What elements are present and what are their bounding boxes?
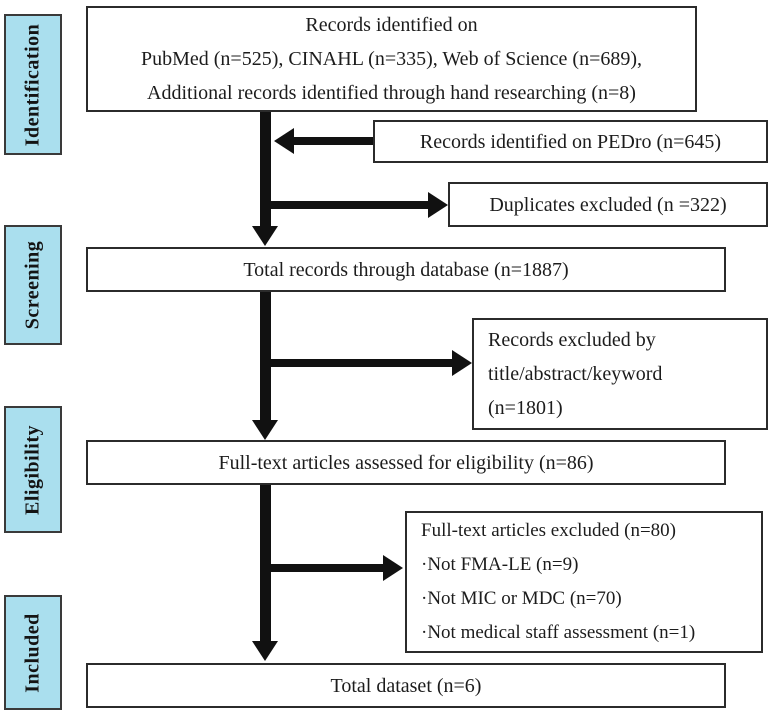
- arrow-assessed-to-dataset-shaft: [260, 485, 271, 641]
- fulltext-excluded-line-3: ·Not MIC or MDC (n=70): [421, 588, 622, 609]
- fulltext-excluded-line-2: ·Not FMA-LE (n=9): [421, 554, 579, 575]
- arrow-duplicates-out-head-icon: [428, 192, 448, 218]
- stage-included-label: Included: [21, 612, 44, 693]
- arrow-duplicates-out-shaft: [266, 201, 428, 209]
- fulltext-excluded-line-4: ·Not medical staff assessment (n=1): [421, 622, 696, 643]
- records-identified-line-2: PubMed (n=525), CINAHL (n=335), Web of S…: [140, 48, 643, 70]
- arrow-identified-to-total-head-icon: [252, 226, 278, 246]
- box-duplicates-excluded: Duplicates excluded (n =322): [448, 182, 768, 227]
- arrow-records-excluded-out-shaft: [266, 359, 452, 367]
- stage-included: Included: [4, 595, 62, 710]
- box-fulltext-excluded: Full-text articles excluded (n=80) ·Not …: [405, 511, 763, 653]
- arrow-total-to-assessed-head-icon: [252, 420, 278, 440]
- box-records-identified: Records identified on PubMed (n=525), CI…: [86, 6, 697, 112]
- total-records-text: Total records through database (n=1887): [243, 258, 569, 281]
- records-excluded-line-2: title/abstract/keyword: [488, 363, 663, 385]
- stage-eligibility: Eligibility: [4, 406, 62, 533]
- arrow-fulltext-excluded-out-shaft: [266, 564, 383, 572]
- fulltext-assessed-text: Full-text articles assessed for eligibil…: [218, 451, 594, 474]
- box-records-excluded: Records excluded by title/abstract/keywo…: [472, 318, 768, 430]
- pedro-text: Records identified on PEDro (n=645): [419, 130, 722, 153]
- arrow-pedro-in-head-icon: [274, 128, 294, 154]
- arrow-records-excluded-out-head-icon: [452, 350, 472, 376]
- records-identified-line-3: Additional records identified through ha…: [147, 82, 636, 104]
- arrow-fulltext-excluded-out-head-icon: [383, 555, 403, 581]
- fulltext-excluded-line-1: Full-text articles excluded (n=80): [421, 520, 676, 541]
- records-excluded-line-3: (n=1801): [488, 397, 563, 419]
- box-total-records: Total records through database (n=1887): [86, 247, 726, 292]
- box-fulltext-assessed: Full-text articles assessed for eligibil…: [86, 440, 726, 485]
- arrow-identified-to-total-shaft: [260, 112, 271, 226]
- box-total-dataset: Total dataset (n=6): [86, 663, 726, 708]
- total-dataset-text: Total dataset (n=6): [330, 674, 482, 697]
- records-excluded-line-1: Records excluded by: [488, 329, 656, 351]
- stage-screening: Screening: [4, 225, 62, 345]
- arrow-pedro-in-shaft: [294, 137, 373, 145]
- stage-screening-label: Screening: [21, 240, 44, 330]
- box-pedro: Records identified on PEDro (n=645): [373, 120, 768, 163]
- arrow-assessed-to-dataset-head-icon: [252, 641, 278, 661]
- stage-identification: Identification: [4, 14, 62, 155]
- stage-identification-label: Identification: [21, 23, 44, 146]
- arrow-total-to-assessed-shaft: [260, 292, 271, 420]
- stage-eligibility-label: Eligibility: [21, 424, 44, 515]
- duplicates-excluded-text: Duplicates excluded (n =322): [489, 193, 727, 216]
- records-identified-line-1: Records identified on: [305, 14, 478, 36]
